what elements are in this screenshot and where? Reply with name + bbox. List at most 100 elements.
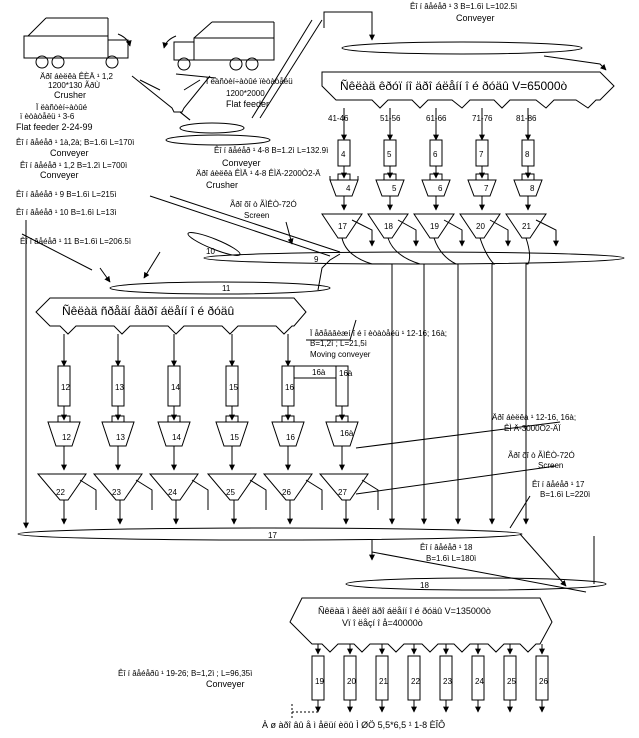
screen-18: 18 (384, 222, 393, 231)
screen-22: 22 (56, 488, 65, 497)
belt-10-number: 10 (206, 247, 215, 256)
screen-21: 21 (522, 222, 531, 231)
feeder-16a: 16à (339, 369, 353, 378)
conveyor-17-label: Êî í âåéåð ¹ 17 (532, 480, 585, 489)
plate-feeder-en: Flat feeder (226, 99, 269, 109)
crusher-16: 16 (286, 433, 295, 442)
crusher-1-2-size: 1200*130 ÃðÙ (48, 81, 100, 90)
plate-feeder-size: 1200*2000 (226, 89, 265, 98)
conveyor-10-belt (187, 232, 241, 256)
feeder-7: 7 (479, 150, 484, 159)
screen-19: 19 (430, 222, 439, 231)
flat-feeder-label-2: ï èòàòåëü ¹ 3-6 (20, 112, 75, 121)
bin-range-3: 61-66 (426, 114, 447, 123)
crusher-16a: 16à (340, 429, 354, 438)
feeder-5: 5 (387, 150, 392, 159)
flat-feeder-label: Ï ëàñòèí÷àòûé (36, 103, 88, 112)
bin-range-2: 51-56 (380, 114, 401, 123)
conveyor-18-label: Êî í âåéåð ¹ 18 (420, 543, 473, 552)
conveyor-9-belt (203, 251, 625, 265)
dump-truck-left-icon (23, 17, 132, 69)
coarse-storage-title: Ñêëàä êðóï íî äðî áëåíí î é ðóäû V=65000… (340, 79, 568, 93)
screen-17: 17 (338, 222, 347, 231)
conveyor-1-2-en: Conveyer (40, 170, 79, 180)
crusher-13: 13 (116, 433, 125, 442)
outlet-feeders (291, 644, 549, 718)
conveyor-1a-2a-en: Conveyer (50, 148, 89, 158)
screen-lower-label: Ãðî õî ò ÃÌÊÒ-72Ó (508, 451, 575, 460)
conveyor-1-2-label: Êî í âåéåð ¹ 1,2 B=1.2ì L=700ì (20, 161, 127, 170)
feeder-8: 8 (525, 150, 530, 159)
moving-conveyor-en: Moving conveyer (310, 350, 371, 359)
lower-feeders (57, 334, 349, 421)
screen-top-label: Ãðî õî ò ÃÌÊÒ-72Ó (230, 200, 297, 209)
dump-truck-right-icon (162, 21, 275, 71)
crusher-14: 14 (172, 433, 181, 442)
upper-feeders (337, 108, 535, 179)
footer-ball-mills: À ø àðî âû å ì åëüí èöû Ì ØÖ 5,5*6,5 ¹ 1… (262, 720, 445, 730)
feeder-16: 16 (285, 383, 294, 392)
conveyor-4-8-en: Conveyer (222, 158, 261, 168)
screen-25: 25 (226, 488, 235, 497)
feeder-13: 13 (115, 383, 124, 392)
bin-range-1: 41-46 (328, 114, 349, 123)
outlet-24: 24 (475, 677, 484, 686)
fine-storage-title: Ñêëàä ì åëêî äðî áëåíí î é ðóäû V=135000… (318, 606, 491, 616)
conveyor-10-label: Êî í âåéåð ¹ 10 B=1.6ì L=13ì (16, 208, 117, 217)
belt-16a-number: 16à (312, 368, 326, 377)
fine-storage-subtitle: Vï î ëåçí î å=40000ò (342, 618, 423, 628)
conveyor-9-label: Êî í âåéåð ¹ 9 B=1.6ì L=215ì (16, 190, 117, 199)
feeder-6: 6 (433, 150, 438, 159)
lower-screens (36, 473, 379, 525)
crusher-6: 6 (438, 184, 443, 193)
outlet-20: 20 (347, 677, 356, 686)
feeder-12: 12 (61, 383, 70, 392)
conveyor-3-en: Conveyer (456, 13, 495, 23)
conveyor-3-belt (341, 41, 583, 55)
belt-18-number: 18 (420, 581, 429, 590)
crusher-1-2-label: Äðî áèëêà ÊÈÄ ¹ 1,2 (40, 72, 113, 81)
moving-conveyor-label: Ï åðåäâèæí î é ï èòàòåëü ¹ 12-16; 16à; (310, 329, 447, 338)
conveyor-19-26-en: Conveyer (206, 679, 245, 689)
conveyor-17-params: B=1.6ì L=220ì (540, 490, 590, 499)
crusher-1-2-en: Crusher (54, 90, 86, 100)
bin-range-4: 71-76 (472, 114, 493, 123)
crusher-12-16-model: ÊÌ Ä-3000Ò2-ÄÏ (504, 424, 561, 433)
conveyor-1a-2a (165, 134, 271, 146)
crusher-8: 8 (530, 184, 535, 193)
crusher-15: 15 (230, 433, 239, 442)
belt-11-number: 11 (222, 284, 231, 293)
outlet-19: 19 (315, 677, 324, 686)
flat-feeder-en: Flat feeder 2-24-99 (16, 122, 93, 132)
conveyor-18-belt (345, 577, 607, 591)
upper-crushers (329, 173, 543, 211)
conveyor-19-26-label: Êî í âåéåðû ¹ 19-26; B=1,2ì ; L=96,35ì (118, 669, 252, 678)
crusher-12: 12 (62, 433, 71, 442)
screen-top-en: Screen (244, 211, 269, 220)
lower-crushers (47, 415, 359, 471)
conveyor-11-label: Êî í âåéåð ¹ 11 B=1.6ì L=206.5ì (20, 237, 131, 246)
crusher-4: 4 (346, 184, 351, 193)
outlet-25: 25 (507, 677, 516, 686)
medium-ore-storage (35, 297, 307, 335)
conveyor-18-params: B=1.6ì L=180ì (426, 554, 476, 563)
primary-crusher-funnel (131, 75, 211, 113)
belt-9-number: 9 (314, 255, 319, 264)
crusher-7: 7 (484, 184, 489, 193)
screen-27: 27 (338, 488, 347, 497)
crusher-4-8-en: Crusher (206, 180, 238, 190)
screen-26: 26 (282, 488, 291, 497)
coarse-ore-storage (321, 71, 615, 109)
bin-range-5: 81-86 (516, 114, 537, 123)
crusher-4-8-label: Äðî áèëêà ÊÌÄ ¹ 4-8 ÊÌÄ-2200Ò2-Ä (196, 169, 321, 178)
outlet-21: 21 (379, 677, 388, 686)
crusher-5: 5 (392, 184, 397, 193)
medium-storage-title: Ñêëàä ñðåäí åäðî áëåíí î é ðóäû (62, 304, 234, 318)
screen-lower-en: Screen (538, 461, 563, 470)
crusher-12-16-label: Äðî áèëêà ¹ 12-16, 16à; (492, 413, 576, 422)
feeder-4: 4 (341, 150, 346, 159)
outlet-23: 23 (443, 677, 452, 686)
screen-23: 23 (112, 488, 121, 497)
conveyor-11-belt (109, 281, 331, 295)
